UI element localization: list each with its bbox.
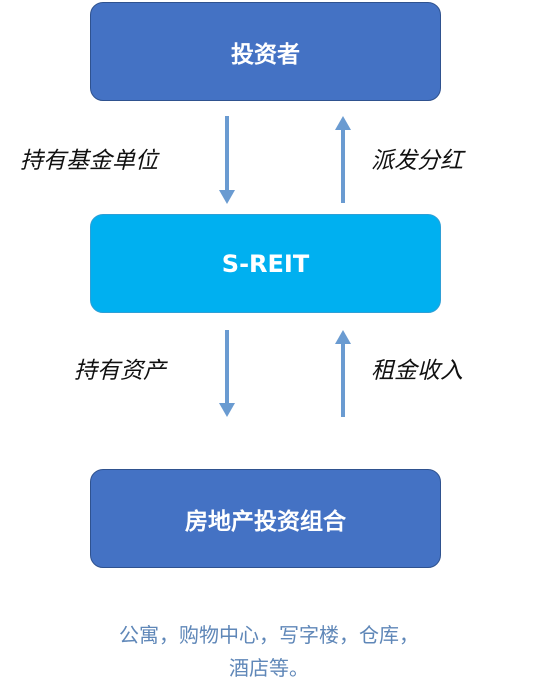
flow-label-rent-income: 租金收入 — [371, 358, 463, 384]
sreit-node: S-REIT — [90, 214, 441, 313]
investors-node-label: 投资者 — [231, 41, 300, 68]
flow-label-dividends: 派发分红 — [371, 148, 463, 174]
investors-node: 投资者 — [90, 2, 441, 101]
footnote-line-1: 公寓，购物中心，写字楼，仓库， — [119, 623, 419, 647]
flow-label-hold-fund-units: 持有基金单位 — [20, 148, 158, 174]
arrow-down-hold-assets — [219, 330, 235, 417]
arrow-up-rent-income — [335, 330, 351, 417]
arrow-up-dividends — [335, 116, 351, 203]
arrow-down-hold-units — [219, 116, 235, 204]
footnote-line-2: 酒店等。 — [229, 656, 309, 680]
portfolio-node: 房地产投资组合 — [90, 469, 441, 568]
portfolio-node-label: 房地产投资组合 — [185, 508, 346, 535]
flow-label-hold-assets: 持有资产 — [74, 358, 166, 384]
sreit-node-label: S-REIT — [221, 249, 310, 278]
